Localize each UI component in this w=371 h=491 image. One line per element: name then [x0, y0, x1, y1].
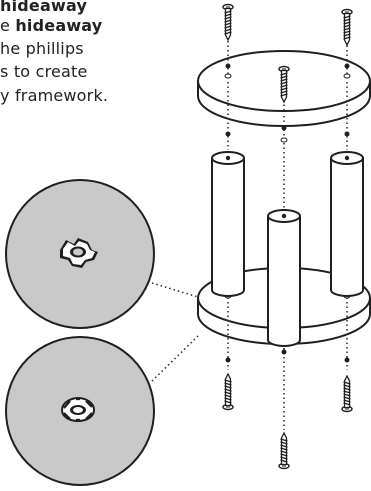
tee-nut-icon — [60, 238, 98, 268]
screw-icon — [222, 373, 234, 411]
instruction-line-2: e hideaway — [0, 17, 102, 35]
screw-icon — [341, 375, 353, 413]
screw-icon — [222, 3, 234, 41]
leg-right — [330, 151, 364, 297]
instruction-line-2-bold: hideaway — [15, 16, 103, 35]
top-disc — [197, 50, 371, 127]
instruction-line-3: he phillips — [0, 39, 84, 58]
screw-icon — [341, 8, 353, 46]
zoom-circle-bottom — [5, 336, 155, 486]
instruction-line-5: y framework. — [0, 86, 109, 105]
zoom-circle-top — [5, 179, 155, 329]
instruction-line-2-prefix: e — [0, 16, 16, 35]
instruction-line-1: hideaway — [0, 0, 88, 15]
tee-nut-icon — [60, 396, 96, 423]
screw-icon — [278, 432, 290, 470]
instruction-line-4: s to create — [0, 62, 88, 81]
leg-left — [211, 151, 245, 297]
leg-center — [267, 209, 301, 347]
